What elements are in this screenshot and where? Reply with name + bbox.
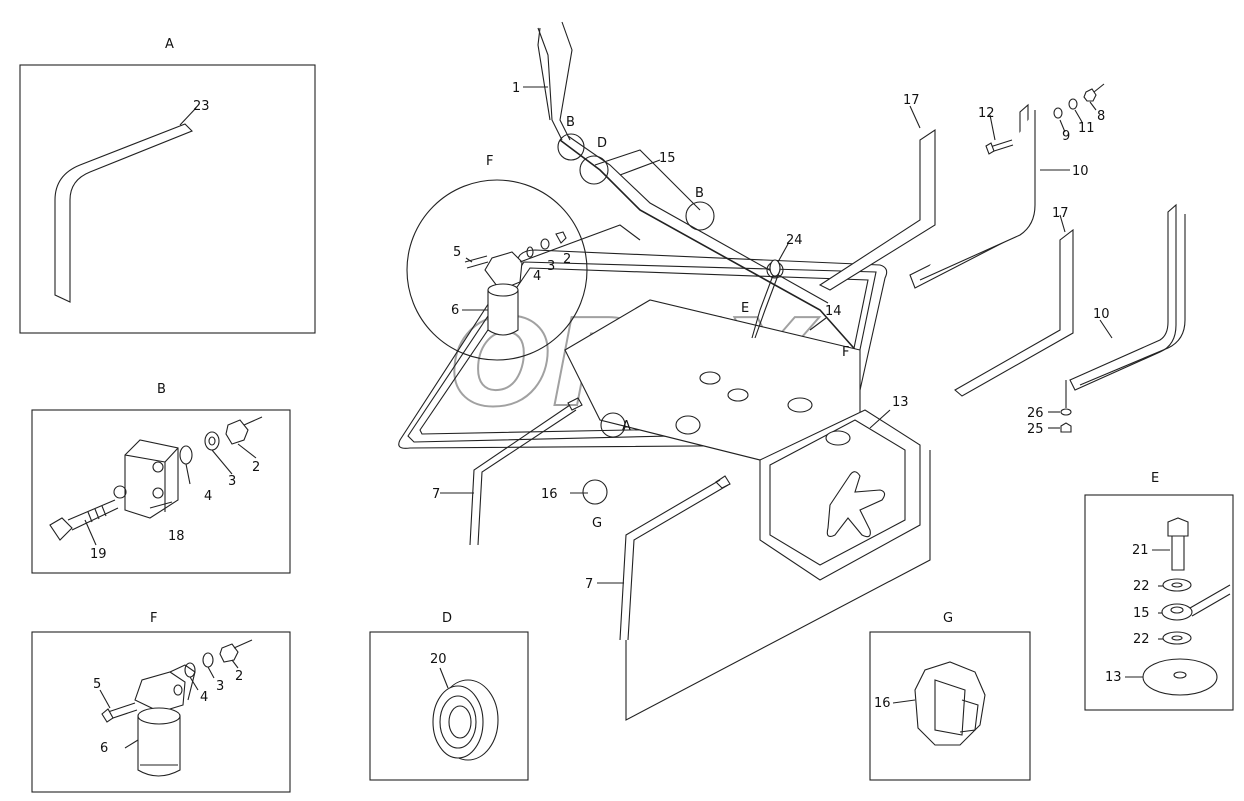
callout-circle-b1 (557, 133, 585, 161)
callout-e: E (741, 301, 749, 316)
callout-7-left: 7 (432, 487, 440, 502)
view-e-part-22-bottom: 22 (1133, 632, 1150, 647)
view-a: A 23 (19, 37, 316, 334)
view-e: E 21 22 15 22 13 (1084, 471, 1234, 711)
view-d: D 20 (369, 611, 529, 781)
view-g-frame (869, 631, 1031, 781)
view-a-part-23: 23 (193, 99, 210, 114)
callout-24: 24 (786, 233, 803, 248)
view-f-part-3: 3 (216, 679, 224, 694)
view-b-part-3: 3 (228, 474, 236, 489)
view-g-title: G (943, 611, 953, 626)
view-f-part-5: 5 (93, 677, 101, 692)
callout-f-zoom: F (486, 154, 493, 169)
callout-10-mid: 10 (1093, 307, 1110, 322)
view-b-part-2: 2 (252, 460, 260, 475)
view-d-frame (369, 631, 529, 781)
view-b-title: B (157, 382, 166, 397)
callout-14: 14 (825, 304, 842, 319)
view-e-part-15: 15 (1133, 606, 1150, 621)
view-b-part-18: 18 (168, 529, 185, 544)
callout-15: 15 (659, 151, 676, 166)
callout-circle-g (582, 479, 608, 505)
callout-1: 1 (512, 81, 520, 96)
view-f-frame (31, 631, 291, 793)
callout-12: 12 (978, 106, 995, 121)
view-a-title: A (165, 37, 174, 52)
callout-9: 9 (1062, 129, 1070, 144)
view-b: B 4 3 2 18 19 (31, 382, 291, 574)
main-assembly: OPEX (398, 21, 1186, 721)
callout-3: 3 (547, 259, 555, 274)
view-f-part-6: 6 (100, 741, 108, 756)
callout-b-mid: B (695, 186, 704, 201)
callout-17-mid: 17 (1052, 206, 1069, 221)
callout-26: 26 (1027, 406, 1044, 421)
callout-f-tank: F (842, 345, 849, 360)
view-g: G 16 (869, 611, 1031, 781)
view-b-part-19: 19 (90, 547, 107, 562)
callout-g: G (592, 516, 602, 531)
callout-circle-d (579, 155, 609, 185)
callout-circle-f-zoom (406, 179, 588, 361)
view-f-part-4: 4 (200, 690, 208, 705)
strap-part-23 (54, 123, 193, 303)
callout-4: 4 (533, 269, 541, 284)
view-e-title: E (1151, 471, 1159, 486)
grommet-part-20 (432, 679, 499, 761)
callout-6: 6 (451, 303, 459, 318)
callout-17-top: 17 (903, 93, 920, 108)
callout-13: 13 (892, 395, 909, 410)
callout-11: 11 (1078, 121, 1095, 136)
callout-7-right: 7 (585, 577, 593, 592)
view-d-title: D (442, 611, 452, 626)
view-e-frame (1084, 494, 1234, 711)
callout-circle-b2 (685, 201, 715, 231)
view-b-frame (31, 409, 291, 574)
callout-2: 2 (563, 252, 571, 267)
view-f-part-2: 2 (235, 669, 243, 684)
view-e-part-22-top: 22 (1133, 579, 1150, 594)
callout-16: 16 (541, 487, 558, 502)
callout-8: 8 (1097, 109, 1105, 124)
callout-10-top: 10 (1072, 164, 1089, 179)
cap-part-16 (914, 661, 986, 746)
view-e-part-21: 21 (1132, 543, 1149, 558)
view-a-frame (19, 64, 316, 334)
callout-25: 25 (1027, 422, 1044, 437)
callout-circle-a (600, 412, 626, 438)
view-f-title: F (150, 611, 157, 626)
view-e-part-13: 13 (1105, 670, 1122, 685)
view-f: F 4 3 2 5 6 (31, 611, 291, 793)
callout-5: 5 (453, 245, 461, 260)
callout-b-top: B (566, 115, 575, 130)
view-b-part-4: 4 (204, 489, 212, 504)
callout-d: D (597, 136, 607, 151)
view-g-part-16: 16 (874, 696, 891, 711)
view-d-part-20: 20 (430, 652, 447, 667)
callout-a: A (622, 419, 631, 434)
